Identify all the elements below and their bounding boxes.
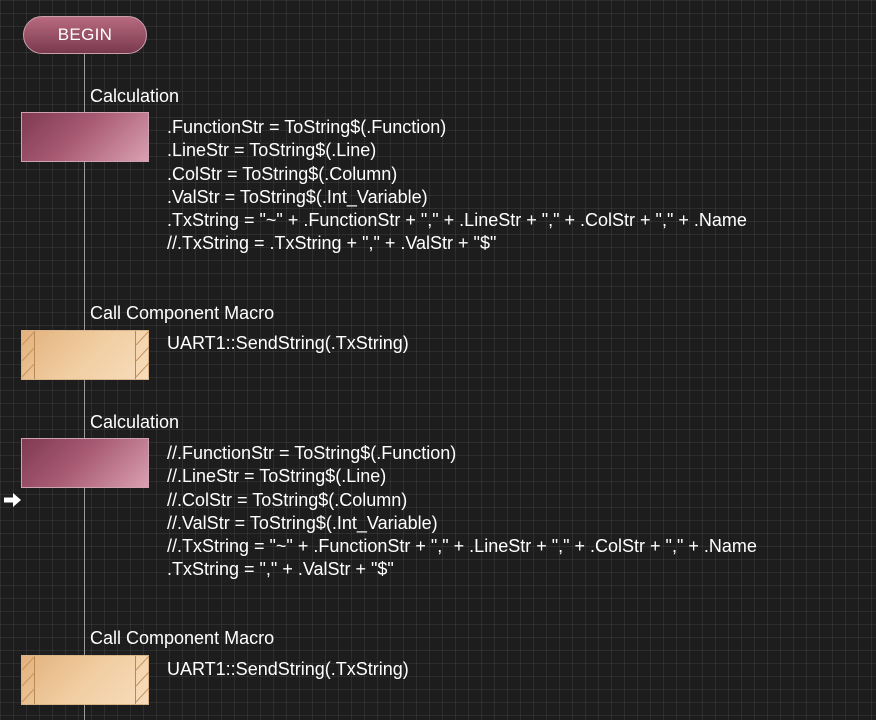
calculation-code: .FunctionStr = ToString$(.Function) .Lin… [167, 116, 747, 256]
code-line: //.ValStr = ToString$(.Int_Variable) [167, 512, 438, 533]
macro-bar-right [135, 331, 149, 379]
code-line: .LineStr = ToString$(.Line) [167, 140, 377, 161]
calculation-icon[interactable] [21, 112, 149, 162]
component-macro-icon[interactable] [21, 330, 149, 380]
code-line: UART1::SendString(.TxString) [167, 659, 409, 679]
code-line: //.FunctionStr = ToString$(.Function) [167, 443, 457, 463]
calculation-title: Calculation [90, 412, 180, 432]
code-line: //.TxString = .TxString + "," + .ValStr … [167, 233, 497, 254]
code-line: //.TxString = "~" + .FunctionStr + "," +… [167, 536, 757, 557]
component-macro-code: UART1::SendString(.TxString) [167, 658, 409, 681]
component-macro-title: Call Component Macro [90, 303, 275, 323]
component-macro-icon[interactable] [21, 655, 149, 705]
code-line: //.LineStr = ToString$(.Line) [167, 466, 387, 487]
macro-bar-right [135, 656, 149, 704]
component-macro-title: Call Component Macro [90, 628, 275, 648]
code-line: .FunctionStr = ToString$(.Function) [167, 117, 447, 137]
component-macro-code: UART1::SendString(.TxString) [167, 332, 409, 355]
code-line: .TxString = "," + .ValStr + "$" [167, 559, 394, 580]
code-line: UART1::SendString(.TxString) [167, 333, 409, 353]
flow-line [84, 54, 85, 720]
code-line: .ColStr = ToString$(.Column) [167, 163, 398, 184]
calculation-title: Calculation [90, 86, 180, 106]
calculation-code: //.FunctionStr = ToString$(.Function) //… [167, 442, 757, 582]
code-line: .ValStr = ToString$(.Int_Variable) [167, 186, 428, 207]
code-line: .TxString = "~" + .FunctionStr + "," + .… [167, 210, 747, 231]
calculation-icon[interactable] [21, 438, 149, 488]
arrow-right-icon [4, 493, 21, 507]
macro-bar-left [22, 656, 35, 704]
begin-terminator[interactable]: BEGIN [23, 16, 147, 54]
macro-bar-left [22, 331, 35, 379]
code-line: //.ColStr = ToString$(.Column) [167, 489, 408, 510]
